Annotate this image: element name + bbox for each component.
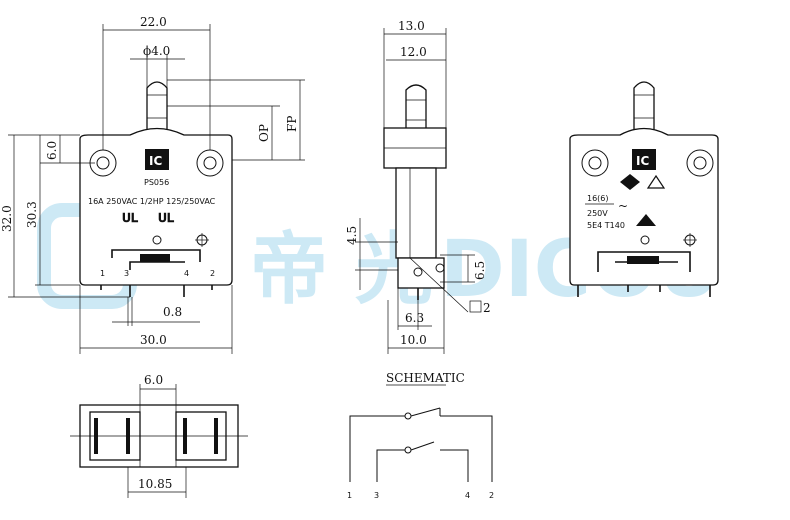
dim-front-phi: ϕ4.0 xyxy=(143,44,170,58)
front-pin-4: 4 xyxy=(184,269,189,278)
dim-bottom-bottom: 10.85 xyxy=(138,477,172,491)
svg-text:𝐔𝐋: 𝐔𝐋 xyxy=(122,211,139,225)
front-pin-1: 1 xyxy=(100,269,105,278)
back-rating-life: 5E4 T140 xyxy=(587,221,625,230)
schematic: SCHEMATIC 1 3 4 2 xyxy=(347,371,494,500)
front-pin-3: 3 xyxy=(124,269,129,278)
back-tilde: ~ xyxy=(618,199,628,213)
schematic-pin-4: 4 xyxy=(465,491,470,500)
side-view: 13.0 12.0 4.5 6.5 6.3 10.0 2 xyxy=(345,19,491,354)
svg-text:IC: IC xyxy=(149,154,162,168)
back-view: IC 16(6) ~ 250V 5E4 T140 xyxy=(569,81,719,297)
dim-front-width-top: 22.0 xyxy=(140,15,167,29)
dim-side-box-num: 2 xyxy=(483,301,491,315)
dim-side-w-bottom: 10.0 xyxy=(400,333,427,347)
dim-side-w-small: 6.3 xyxy=(405,311,424,325)
dim-front-h-total: 32.0 xyxy=(0,205,14,232)
schematic-pin-3: 3 xyxy=(374,491,379,500)
front-rating: 16A 250VAC 1/2HP 125/250VAC xyxy=(88,197,216,206)
dim-front-h-left: 6.0 xyxy=(45,141,59,160)
bottom-view: 6.0 10.85 xyxy=(70,373,248,498)
svg-text:IC: IC xyxy=(636,154,649,168)
front-model: PS056 xyxy=(144,178,169,187)
dim-side-w-outer: 13.0 xyxy=(398,19,425,33)
schematic-pin-1: 1 xyxy=(347,491,352,500)
dim-front-terminal: 0.8 xyxy=(163,305,182,319)
dim-front-width-bottom: 30.0 xyxy=(140,333,167,347)
back-rating-current: 16(6) xyxy=(587,194,609,203)
dim-side-w-inner: 12.0 xyxy=(400,45,427,59)
dim-fp: FP xyxy=(285,116,299,132)
back-rating-voltage: 250V xyxy=(587,209,608,218)
front-pin-2: 2 xyxy=(210,269,215,278)
front-view: IC PS056 16A 250VAC 1/2HP 125/250VAC 𝐔𝐋 … xyxy=(0,15,305,354)
dim-side-h-right: 6.5 xyxy=(473,261,487,280)
svg-text:𝐔𝐋: 𝐔𝐋 xyxy=(158,211,175,225)
dim-op: OP xyxy=(257,124,271,142)
schematic-title: SCHEMATIC xyxy=(386,371,465,385)
dim-side-h-left: 4.5 xyxy=(345,226,359,245)
schematic-pin-2: 2 xyxy=(489,491,494,500)
dim-front-h-body: 30.3 xyxy=(25,201,39,228)
dim-bottom-top: 6.0 xyxy=(144,373,163,387)
